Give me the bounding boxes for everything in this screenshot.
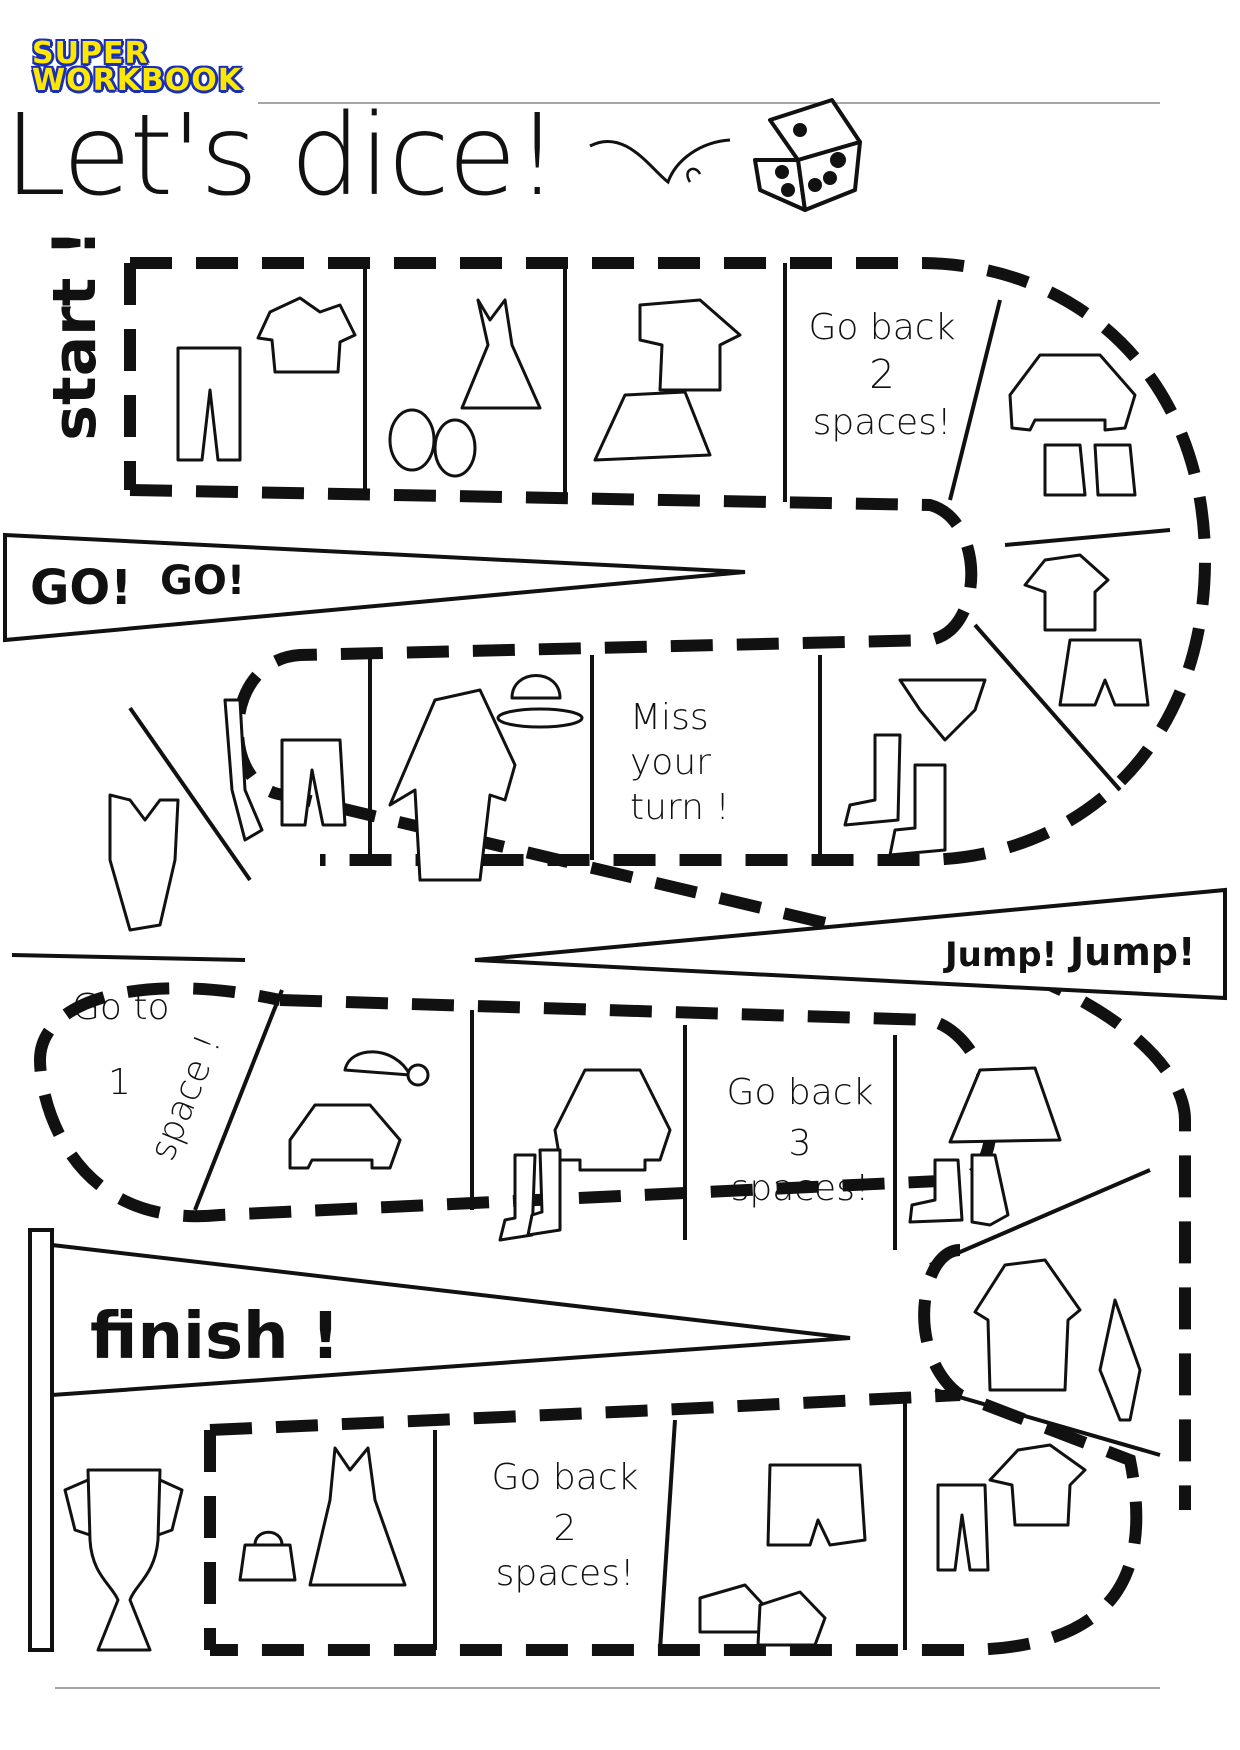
cell-text-line: 2	[869, 352, 895, 398]
cell-text-line: your	[630, 742, 711, 783]
umbrella-icon	[1098, 1298, 1142, 1422]
skirt-icon	[948, 1066, 1062, 1144]
winter-hat-icon	[343, 1050, 430, 1087]
mittens-icon	[1043, 443, 1137, 497]
swoosh-curl	[686, 167, 702, 183]
shoes-icon	[388, 408, 477, 478]
shirt-icon	[256, 296, 357, 374]
underpants-icon	[898, 678, 987, 742]
raincoat-icon	[973, 1258, 1082, 1392]
trophy-icon	[63, 1468, 184, 1652]
logo-line-1: SUPER	[32, 36, 149, 71]
coat-icon	[388, 688, 517, 882]
cell-text-line: turn !	[630, 787, 730, 828]
super-workbook-logo: SUPER WORKBOOK	[32, 36, 252, 98]
cell-text-line: spaces!	[495, 1553, 635, 1594]
jump-pennant	[474, 887, 1227, 1001]
jeans-icon	[936, 1483, 990, 1572]
finish-flagpole	[28, 1228, 54, 1652]
jeans-icon	[280, 738, 347, 827]
socks-icon	[498, 1148, 562, 1242]
sweater-icon	[288, 1103, 402, 1170]
dress-icon	[308, 1446, 407, 1587]
sweater-icon	[1008, 353, 1137, 432]
cell-text-line: Go back	[808, 307, 956, 348]
cell-go-to-1-space: Go to	[72, 985, 222, 1030]
jump-label-1: Jump!	[945, 935, 1058, 975]
cell-text-line: spaces!	[730, 1168, 870, 1209]
page-title: Let's dice!	[4, 91, 560, 221]
illustrations	[63, 296, 1150, 1652]
go-label-2: GO!	[160, 558, 246, 604]
tshirt-icon	[1023, 553, 1110, 632]
logo-line-2: WORKBOOK	[32, 63, 243, 98]
cell-go-to-1-number: 1	[108, 1062, 131, 1103]
socks-icon	[843, 733, 947, 857]
shorts-icon	[766, 1463, 867, 1547]
cell-go-back-2-bottom: Go back 2 spaces!	[470, 1455, 660, 1596]
finish-pennant	[50, 1242, 851, 1398]
tie-icon	[223, 698, 264, 842]
cell-text-line: 2	[553, 1508, 577, 1549]
start-label: start !	[40, 229, 110, 441]
swimsuit-icon	[108, 793, 180, 932]
cell-text-line: Go to	[72, 987, 170, 1028]
cell-go-back-3: Go back 3 spaces!	[710, 1070, 890, 1211]
skirt-icon	[593, 390, 712, 462]
shorts-icon	[1058, 638, 1150, 707]
cell-go-back-2-top: Go back 2 spaces!	[792, 305, 972, 445]
jacket-icon	[553, 1068, 672, 1172]
cell-text-line: spaces!	[812, 402, 952, 443]
blouse-icon	[638, 298, 742, 392]
boots-icon	[908, 1153, 1010, 1227]
go-label-1: GO!	[30, 560, 133, 616]
sneakers-icon	[698, 1583, 827, 1647]
cell-text-line: Go back	[491, 1457, 639, 1498]
purse-icon	[238, 1530, 297, 1582]
hat-icon	[496, 674, 584, 729]
shirt-icon	[988, 1443, 1087, 1527]
cell-text-line: Go back	[726, 1072, 874, 1113]
finish-label: finish !	[90, 1300, 341, 1374]
cell-dividers	[11, 263, 1171, 1651]
cell-miss-your-turn: Miss your turn !	[630, 695, 730, 830]
pants-icon	[176, 346, 242, 462]
jump-label-2: Jump!	[1070, 930, 1196, 974]
swoosh-decoration	[589, 138, 731, 185]
cell-text-line: Miss	[630, 697, 709, 738]
dress-icon	[460, 298, 542, 410]
dice-icon	[753, 98, 862, 212]
cell-text-line: 3	[788, 1123, 812, 1164]
go-pennant	[3, 532, 746, 643]
